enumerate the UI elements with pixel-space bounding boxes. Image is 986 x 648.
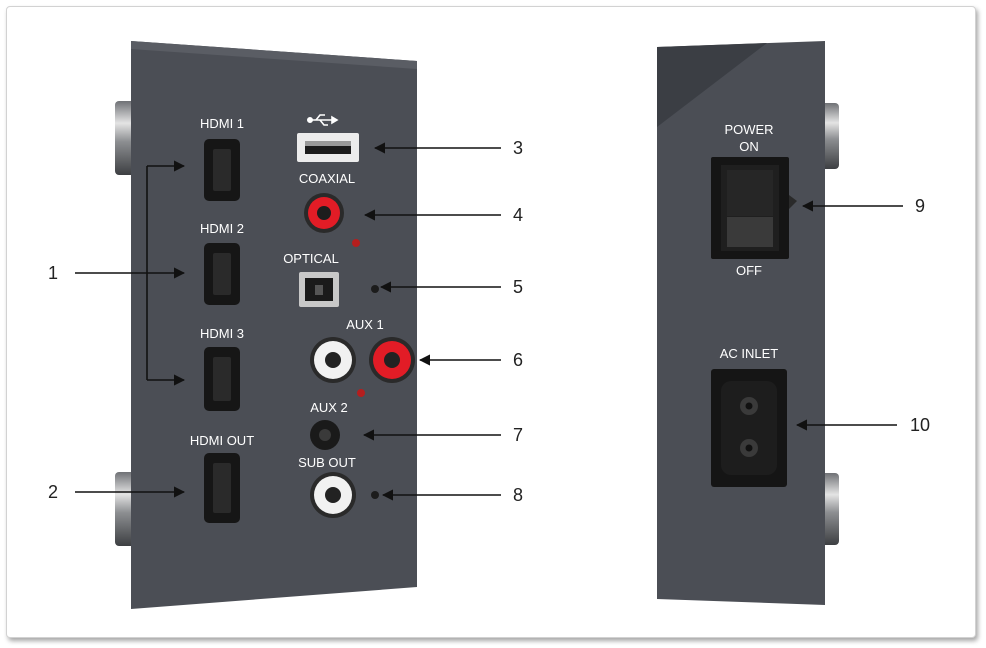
aux-led xyxy=(357,389,365,397)
callout-number-5: 5 xyxy=(513,277,523,297)
usb-port xyxy=(297,114,359,162)
sub-out-indicator xyxy=(371,491,379,499)
aux-2-jack xyxy=(310,420,340,450)
callout-number-6: 6 xyxy=(513,350,523,370)
side-panel-bevel xyxy=(657,43,767,127)
aux-1-red-jack xyxy=(369,337,415,383)
diagram-frame: HDMI 1 HDMI 2 HDMI 3 HDMI OUT COAXIAL OP… xyxy=(6,6,976,638)
ac-inlet xyxy=(711,369,787,487)
rear-panel: HDMI 1 HDMI 2 HDMI 3 HDMI OUT COAXIAL OP… xyxy=(115,41,417,609)
connection-diagram: HDMI 1 HDMI 2 HDMI 3 HDMI OUT COAXIAL OP… xyxy=(48,41,930,609)
rear-top-foot xyxy=(115,101,135,175)
callout-number-9: 9 xyxy=(915,196,925,216)
sub-out-label: SUB OUT xyxy=(298,455,356,470)
aux-1-white-jack xyxy=(310,337,356,383)
callout-number-10: 10 xyxy=(910,415,930,435)
callout-number-2: 2 xyxy=(48,482,58,502)
callout-number-1: 1 xyxy=(48,263,58,283)
power-on-label: ON xyxy=(739,139,759,154)
usb-icon xyxy=(306,114,339,126)
sub-out-jack xyxy=(310,472,356,518)
power-switch xyxy=(711,157,797,259)
hdmi-2-port xyxy=(204,243,240,305)
power-off-label: OFF xyxy=(736,263,762,278)
callout-number-3: 3 xyxy=(513,138,523,158)
rear-bottom-foot xyxy=(115,472,135,546)
callout-number-4: 4 xyxy=(513,205,523,225)
hdmi-3-port xyxy=(204,347,240,411)
aux-1-label: AUX 1 xyxy=(346,317,384,332)
hdmi-1-port xyxy=(204,139,240,201)
callout-lines xyxy=(75,142,903,501)
hdmi-out-port xyxy=(204,453,240,523)
rear-panel-edge xyxy=(131,41,417,69)
power-label: POWER xyxy=(724,122,773,137)
callout-number-7: 7 xyxy=(513,425,523,445)
aux-2-label: AUX 2 xyxy=(310,400,348,415)
rear-panel-body xyxy=(131,41,417,609)
callout-number-8: 8 xyxy=(513,485,523,505)
hdmi-2-label: HDMI 2 xyxy=(200,221,244,236)
hdmi-3-label: HDMI 3 xyxy=(200,326,244,341)
side-panel: POWER ON OFF AC INLET xyxy=(657,41,839,605)
callout-numbers: 1 2 3 4 5 6 7 8 9 10 xyxy=(48,138,930,505)
hdmi-1-label: HDMI 1 xyxy=(200,116,244,131)
optical-indicator xyxy=(371,285,379,293)
ac-inlet-label: AC INLET xyxy=(720,346,779,361)
hdmi-out-label: HDMI OUT xyxy=(190,433,254,448)
coaxial-jack xyxy=(304,193,344,233)
coaxial-label: COAXIAL xyxy=(299,171,355,186)
optical-label: OPTICAL xyxy=(283,251,339,266)
coaxial-led xyxy=(352,239,360,247)
optical-port xyxy=(299,272,339,307)
